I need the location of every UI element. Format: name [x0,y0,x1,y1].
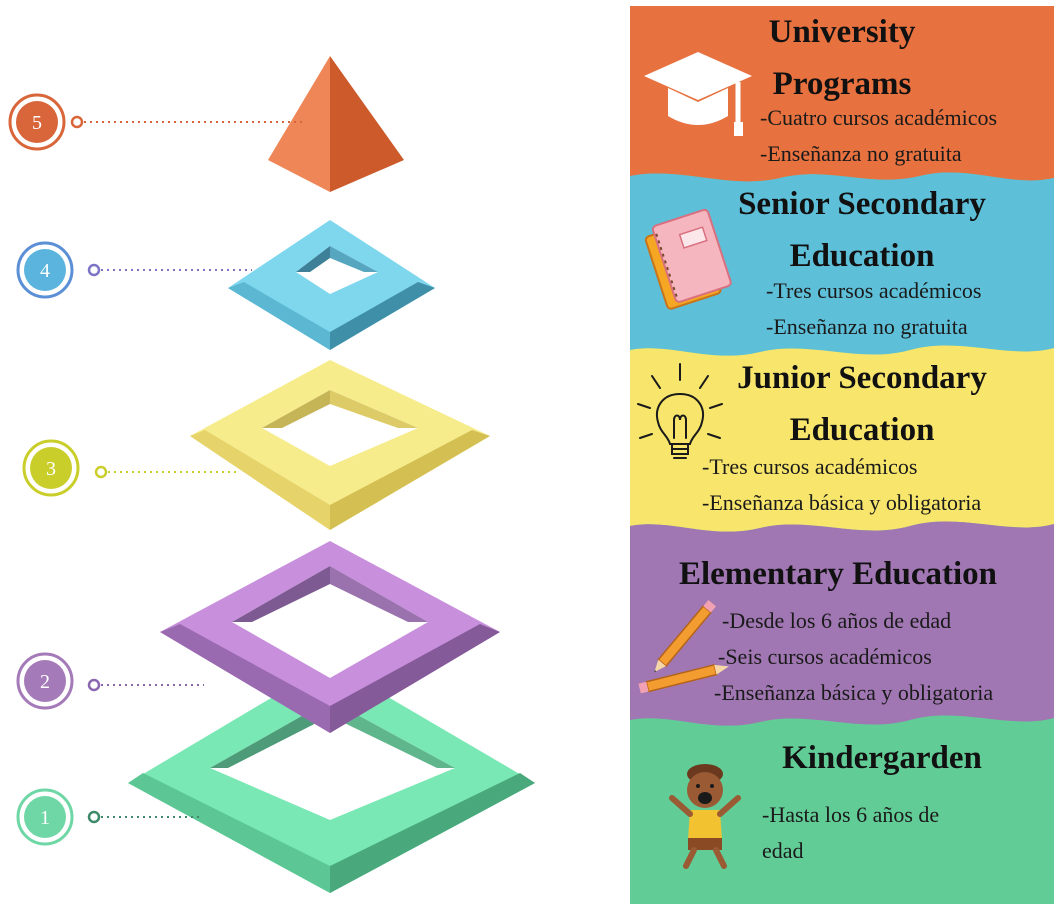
level-5-title-line1: University [768,14,916,50]
marker-5 [8,93,305,151]
education-stack-diagram: 5 4 3 2 1 [8,56,535,893]
notebooks-icon [644,208,732,310]
level-2-item-1: -Desde los 6 años de edad [722,608,952,633]
marker-2 [16,652,204,710]
level-1-item-2: edad [762,838,804,863]
pencils-icon [638,599,729,694]
education-levels-panel: University Programs -Cuatro cursos acadé… [630,6,1054,904]
level-5-title-line2: Programs [772,66,912,102]
level-1-title: Kindergarden [782,740,982,776]
marker-4-number: 4 [40,260,50,282]
panel-bands [630,6,1054,904]
level-3-frame [190,360,490,530]
level-5-item-1: -Cuatro cursos académicos [760,105,998,130]
level-1-item-1: -Hasta los 6 años de [762,802,940,827]
level-2-title: Elementary Education [678,556,998,592]
level-4-frame [228,220,435,350]
lightbulb-icon [637,363,723,459]
level-2-item-3: -Enseñanza básica y obligatoria [714,680,994,705]
level-3-item-2: -Enseñanza básica y obligatoria [702,490,982,515]
marker-3 [22,439,236,497]
marker-2-number: 2 [40,671,50,693]
marker-3-number: 3 [46,458,56,480]
marker-5-number: 5 [32,112,42,134]
level-5-item-2: -Enseñanza no gratuita [760,141,962,166]
level-4-item-2: -Enseñanza no gratuita [766,314,968,339]
level-1-frame [128,663,535,893]
level-4-item-1: -Tres cursos académicos [766,278,982,303]
level-3-title-line1: Junior Secondary [737,360,987,396]
marker-4 [16,241,252,299]
level-2-frame [160,541,500,733]
level-2-item-2: -Seis cursos académicos [718,644,932,669]
marker-1 [16,788,202,846]
child-icon [669,764,741,869]
graduation-cap-icon [644,52,752,136]
level-3-title-line2: Education [789,412,935,448]
level-4-title-line2: Education [789,238,935,274]
level-4-title-line1: Senior Secondary [738,186,986,222]
level-3-item-1: -Tres cursos académicos [702,454,918,479]
level-5-pyramid [268,56,404,192]
marker-1-number: 1 [40,807,50,829]
